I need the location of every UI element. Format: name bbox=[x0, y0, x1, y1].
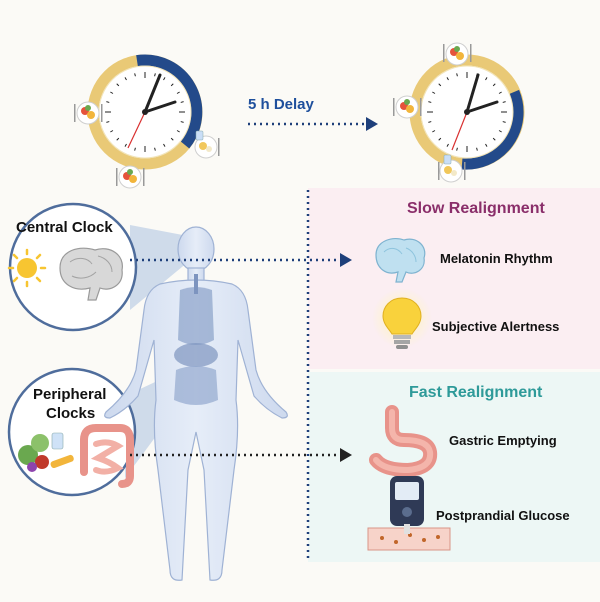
peripheral-arrowhead bbox=[340, 448, 352, 462]
brain-icon bbox=[375, 237, 426, 283]
meal-plate-icon bbox=[74, 101, 103, 125]
peripheral-clocks-label-line2: Clocks bbox=[46, 405, 96, 422]
central-clock-label: Central Clock bbox=[16, 219, 113, 236]
glucose-meter-icon bbox=[390, 476, 424, 534]
delay-arrowhead bbox=[366, 117, 378, 131]
postprandial-glucose-label: Postprandial Glucose bbox=[436, 508, 570, 523]
stomach-icon bbox=[369, 405, 438, 478]
gastric-emptying-label: Gastric Emptying bbox=[449, 433, 557, 448]
meal-plate-icon bbox=[438, 154, 466, 183]
meal-plate-icon bbox=[393, 95, 422, 119]
brain-icon bbox=[59, 247, 123, 301]
lightbulb-icon bbox=[382, 297, 422, 349]
subjective-alertness-label: Subjective Alertness bbox=[432, 319, 560, 334]
slow-realignment-title: Slow Realignment bbox=[407, 200, 545, 217]
clock-before-icon bbox=[87, 54, 203, 170]
fast-realignment-title: Fast Realignment bbox=[409, 384, 543, 401]
internal-organs bbox=[174, 274, 218, 405]
food-icon bbox=[18, 432, 74, 472]
peripheral-clocks-label-line1: Peripheral bbox=[33, 386, 107, 403]
meal-plate-icon bbox=[194, 130, 220, 159]
meal-plate-icon bbox=[116, 165, 145, 189]
central-callout-beam bbox=[130, 225, 188, 310]
fast-realignment-panel bbox=[308, 372, 600, 562]
delay-label: 5 h Delay bbox=[248, 96, 314, 113]
slow-realignment-panel bbox=[308, 188, 600, 369]
sun-icon bbox=[7, 248, 47, 288]
intestine-icon bbox=[80, 424, 134, 488]
clock-after-icon bbox=[409, 54, 525, 170]
meal-plate-icon bbox=[443, 42, 472, 66]
human-body bbox=[104, 226, 288, 581]
melatonin-rhythm-label: Melatonin Rhythm bbox=[440, 251, 553, 266]
central-arrowhead bbox=[340, 253, 352, 267]
